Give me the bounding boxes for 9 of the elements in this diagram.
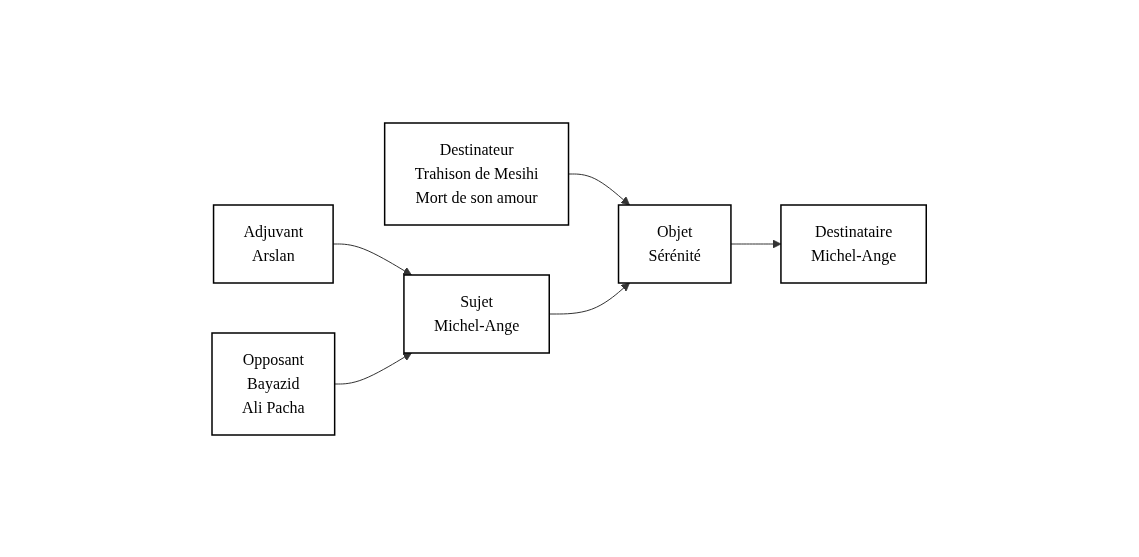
- arrow: [568, 173, 631, 205]
- node-box: Opposant Bayazid Ali Pacha: [211, 331, 336, 436]
- arrow: [333, 243, 413, 275]
- node-box: Adjuvant Arslan: [213, 203, 335, 284]
- arrow: [549, 282, 631, 314]
- node-box: Objet Sérénité: [618, 203, 733, 284]
- node-box: Sujet Michel-Ange: [403, 273, 551, 354]
- node-box: Destinateur Trahison de Mesihi Mort de son amour: [384, 121, 570, 226]
- node-box: Destinataire Michel-Ange: [780, 203, 928, 284]
